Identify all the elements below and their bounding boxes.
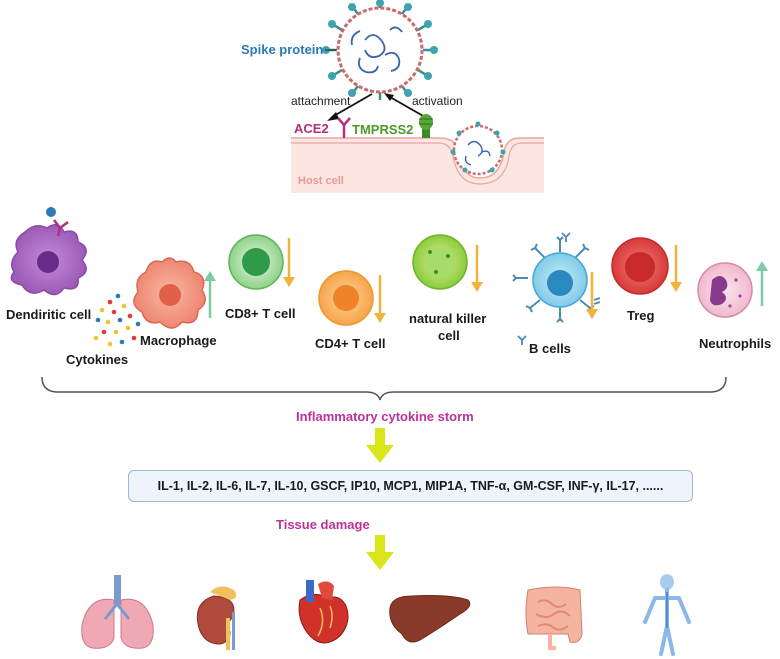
nk-cell-label-line1: natural killer	[409, 311, 487, 326]
dendritic-cell-icon	[10, 207, 87, 296]
activation-label: activation	[412, 94, 463, 108]
grouping-brace	[41, 376, 727, 401]
treg-label: Treg	[627, 308, 655, 323]
host-cell	[291, 137, 544, 193]
nk-cell-icon	[412, 234, 468, 290]
tmprss2-label: TMPRSS2	[352, 122, 414, 137]
macrophage-label: Macrophage	[140, 333, 217, 348]
cd4-t-cell-label: CD4+ T cell	[315, 336, 386, 351]
cytokines-label: Cytokines	[66, 352, 129, 367]
tmprss2-icon	[419, 114, 433, 138]
tissue-damage-label: Tissue damage	[276, 517, 370, 532]
spike-protein-label: Spike protein	[241, 42, 324, 57]
bcell-decrease-arrow	[586, 272, 598, 319]
intestine-icon	[525, 586, 583, 650]
cd8-decrease-arrow	[283, 238, 295, 287]
attachment-arrow	[327, 93, 373, 121]
treg-decrease-arrow	[670, 245, 682, 292]
cytokine-storm-label: Inflammatory cytokine storm	[296, 409, 474, 424]
lungs-icon	[81, 575, 154, 649]
virus-icon	[322, 0, 438, 100]
host-cell-label: Host cell	[298, 175, 344, 187]
nk-cell-label-line2: cell	[438, 328, 460, 343]
ace2-receptor-icon	[337, 117, 351, 138]
cytokines-icon	[93, 293, 141, 347]
nervous-system-icon	[643, 574, 691, 656]
cd4-t-cell-icon	[318, 270, 374, 326]
treg-cell-icon	[611, 237, 669, 295]
cytokine-list-text: IL-1, IL-2, IL-6, IL-7, IL-10, GSCF, IP1…	[157, 479, 664, 493]
cytokine-list-box: IL-1, IL-2, IL-6, IL-7, IL-10, GSCF, IP1…	[128, 470, 693, 502]
attachment-label: attachment	[291, 94, 351, 108]
b-cells-label: B cells	[529, 341, 571, 356]
neutrophil-icon	[697, 262, 753, 318]
cd8-t-cell-label: CD8+ T cell	[225, 306, 296, 321]
neutrophils-label: Neutrophils	[699, 336, 772, 351]
b-cell-icon	[512, 232, 601, 345]
kidney-icon	[196, 586, 237, 650]
macrophage-icon	[133, 257, 206, 329]
storm-down-arrow	[366, 428, 394, 463]
dendritic-cell-label: Dendiritic cell	[6, 307, 92, 322]
heart-icon	[298, 580, 349, 644]
neutrophil-increase-arrow	[756, 261, 768, 306]
activation-arrow	[384, 93, 426, 118]
nk-decrease-arrow	[471, 245, 483, 292]
cd4-decrease-arrow	[374, 275, 386, 323]
cd8-t-cell-icon	[228, 234, 284, 290]
macrophage-increase-arrow	[204, 271, 216, 318]
ace2-label: ACE2	[294, 121, 329, 136]
liver-icon	[389, 595, 471, 643]
internalized-virus-icon	[450, 121, 506, 176]
damage-down-arrow	[366, 535, 394, 570]
